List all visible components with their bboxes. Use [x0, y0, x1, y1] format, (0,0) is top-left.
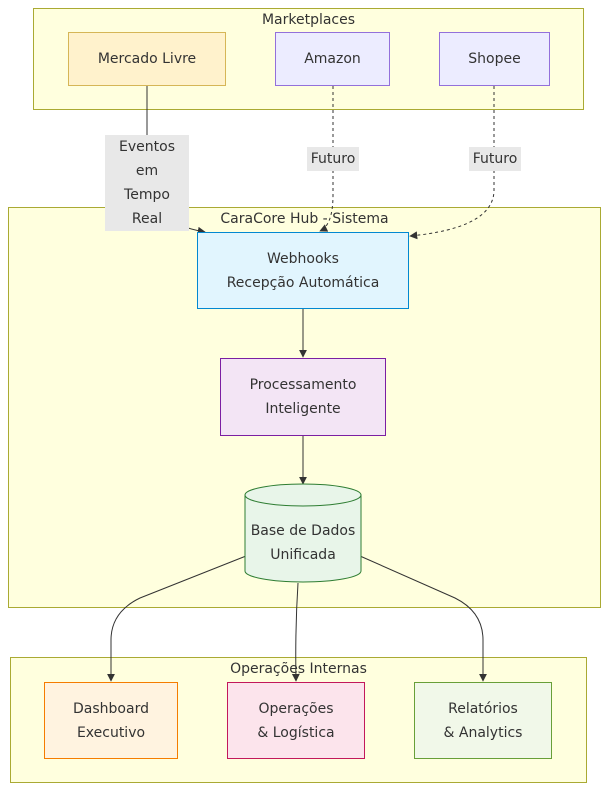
edge-label-futuro-shopee: Futuro	[469, 147, 521, 171]
cluster-title-operacoes-internas: Operações Internas	[230, 661, 367, 677]
node-relatorios-analytics: Relatórios & Analytics	[414, 682, 552, 759]
edge-database-dashboard	[107, 555, 247, 682]
node-base-de-dados: Base de Dados Unificada	[250, 523, 356, 563]
node-operacoes-logistica: Operações & Logística	[227, 682, 365, 759]
edge-shopee-webhooks	[409, 86, 495, 240]
edge-amazon-webhooks	[319, 86, 334, 232]
database-cylinder	[244, 483, 362, 583]
node-webhooks: Webhooks Recepção Automática	[197, 232, 409, 309]
node-amazon: Amazon	[275, 32, 390, 86]
cluster-title-caracore-hub: CaraCore Hub - Sistema	[220, 211, 389, 227]
node-dashboard: Dashboard Executivo	[44, 682, 178, 759]
cluster-title-marketplaces: Marketplaces	[261, 12, 356, 28]
edge-label-futuro-amazon: Futuro	[307, 147, 359, 171]
node-shopee: Shopee	[439, 32, 550, 86]
node-mercado-livre: Mercado Livre	[68, 32, 226, 86]
edge-database-operations	[291, 582, 300, 682]
node-processamento: Processamento Inteligente	[220, 358, 386, 436]
edge-database-reports	[359, 555, 487, 682]
edge-label-eventos-tempo-real: Eventos em Tempo Real	[105, 135, 189, 231]
